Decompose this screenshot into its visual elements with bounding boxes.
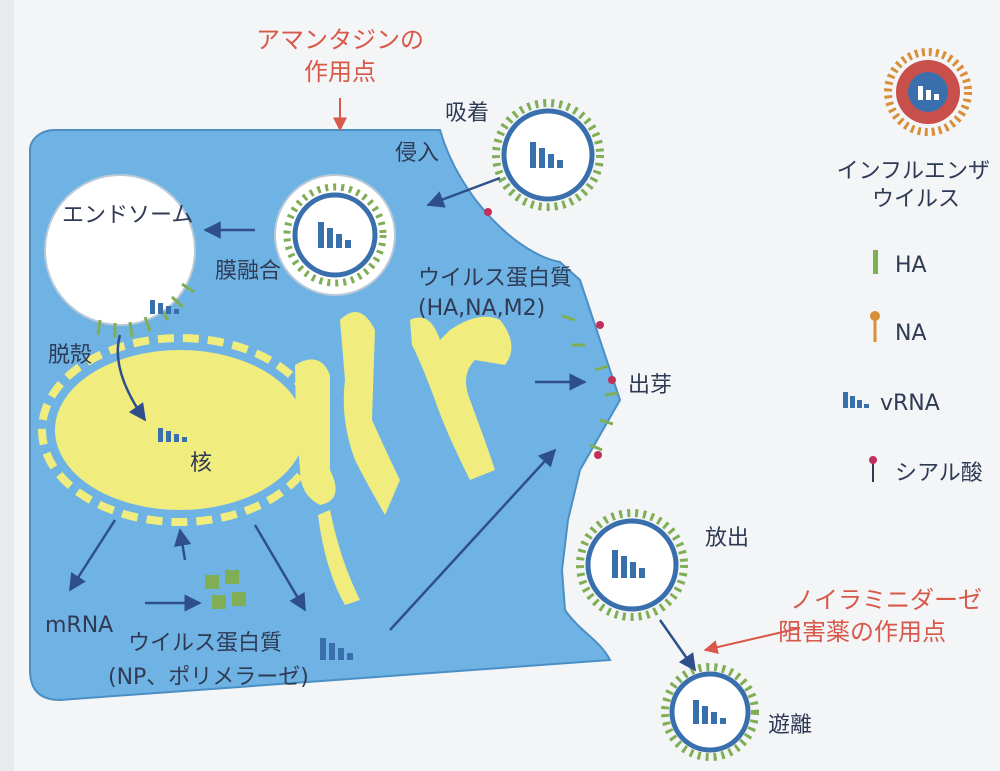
legend-item-na: NA xyxy=(870,311,927,346)
ha-spike-icon xyxy=(873,250,878,274)
neuraminidase-label-line2: 阻害薬の作用点 xyxy=(778,618,946,646)
legend-item-sialic-acid: シアル酸 xyxy=(869,456,983,486)
amantadine-label-line2: 作用点 xyxy=(304,58,376,86)
vrna-nucleus xyxy=(158,428,187,442)
legend-virus-icon xyxy=(884,48,972,136)
adsorption-label: 吸着 xyxy=(445,101,489,126)
endosome-label: エンドソーム xyxy=(62,203,193,228)
viral-protein-internal-label-2: (NP、ポリメラーゼ) xyxy=(108,665,309,690)
viral-protein-surface-label-2: (HA,NA,M2) xyxy=(418,296,545,321)
vrna-icon xyxy=(843,392,869,408)
legend-label-sialic-acid: シアル酸 xyxy=(895,461,983,486)
neuraminidase-arrow xyxy=(703,627,801,654)
endosome-spikes xyxy=(96,282,195,338)
virus-detached xyxy=(661,663,759,761)
legend-virus-title-1: インフルエンザ xyxy=(837,159,990,184)
legend-label-ha: HA xyxy=(895,253,927,278)
viral-protein-surface-label-1: ウイルス蛋白質 xyxy=(418,266,572,291)
viral-protein-internal-label-1: ウイルス蛋白質 xyxy=(128,631,282,656)
er-blob-4 xyxy=(410,316,512,480)
invasion-label: 侵入 xyxy=(395,141,439,166)
budding-spikes xyxy=(561,314,619,452)
sialic-acid-dots xyxy=(484,208,616,459)
er-blob-3 xyxy=(318,510,360,605)
legend-item-ha: HA xyxy=(873,250,927,278)
virus-invading xyxy=(274,174,396,296)
vrna-cytoplasm xyxy=(320,638,353,660)
viral-protein-cluster xyxy=(205,570,246,609)
nucleus-label: 核 xyxy=(190,451,212,476)
vrna-uncoated xyxy=(150,300,179,314)
na-spike-icon xyxy=(870,311,880,342)
membrane-fusion-label: 膜融合 xyxy=(215,259,281,284)
neuraminidase-label-line1: ノイラミニダーゼ xyxy=(790,586,982,614)
legend-item-vrna: vRNA xyxy=(843,391,940,416)
legend-label-na: NA xyxy=(895,321,927,346)
endosome xyxy=(44,174,196,326)
sialic-acid-icon xyxy=(869,456,877,482)
legend-label-vrna: vRNA xyxy=(880,391,940,416)
virus-released xyxy=(576,509,688,621)
detachment-label: 遊離 xyxy=(768,713,812,738)
virus-adsorbing xyxy=(492,99,604,211)
budding-label: 出芽 xyxy=(628,373,672,398)
uncoating-label: 脱殻 xyxy=(48,343,92,368)
release-label: 放出 xyxy=(705,526,749,551)
er-blob-1 xyxy=(295,359,336,505)
amantadine-label-line1: アマンタジンの xyxy=(256,26,424,54)
mrna-label: mRNA xyxy=(45,613,113,638)
process-arrows xyxy=(68,176,697,672)
legend-virus-title-2: ウイルス xyxy=(872,187,960,212)
nucleus xyxy=(55,350,305,510)
er-blob-2 xyxy=(340,312,400,515)
